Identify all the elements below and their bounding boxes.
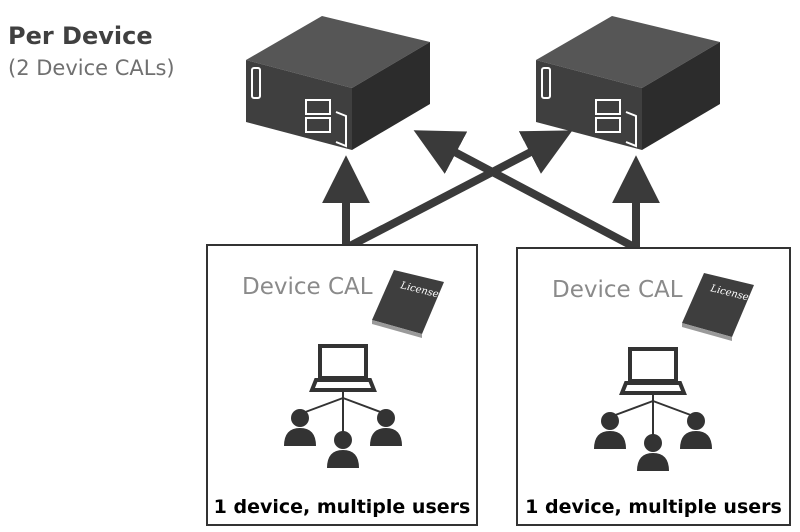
user-icon <box>327 431 359 468</box>
license-book-icon: License <box>372 270 444 338</box>
user-icon <box>680 412 712 449</box>
server-right-icon <box>536 16 720 150</box>
arrow-left-to-right-server <box>344 130 573 252</box>
client-box-right: Device CAL License 1 device, multiple us… <box>516 247 791 526</box>
laptop-icon <box>309 344 377 392</box>
user-icon <box>284 409 316 446</box>
license-book-icon: License <box>682 273 754 341</box>
arrow-right-to-left-server <box>413 130 638 252</box>
server-left-icon <box>246 16 430 150</box>
device-cal-label: Device CAL <box>242 274 373 300</box>
client-caption: 1 device, multiple users <box>213 496 471 518</box>
laptop-network-icon <box>594 347 712 471</box>
user-icon <box>637 434 669 471</box>
device-cal-label: Device CAL <box>552 277 683 303</box>
user-icon <box>594 412 626 449</box>
page-subtitle: (2 Device CALs) <box>8 56 175 80</box>
laptop-icon <box>619 347 687 395</box>
client-caption: 1 device, multiple users <box>525 496 782 518</box>
laptop-network-icon <box>284 344 402 468</box>
client-box-left: Device CAL License 1 device, multiple us… <box>206 244 478 526</box>
user-icon <box>370 409 402 446</box>
page-title: Per Device <box>8 22 153 50</box>
